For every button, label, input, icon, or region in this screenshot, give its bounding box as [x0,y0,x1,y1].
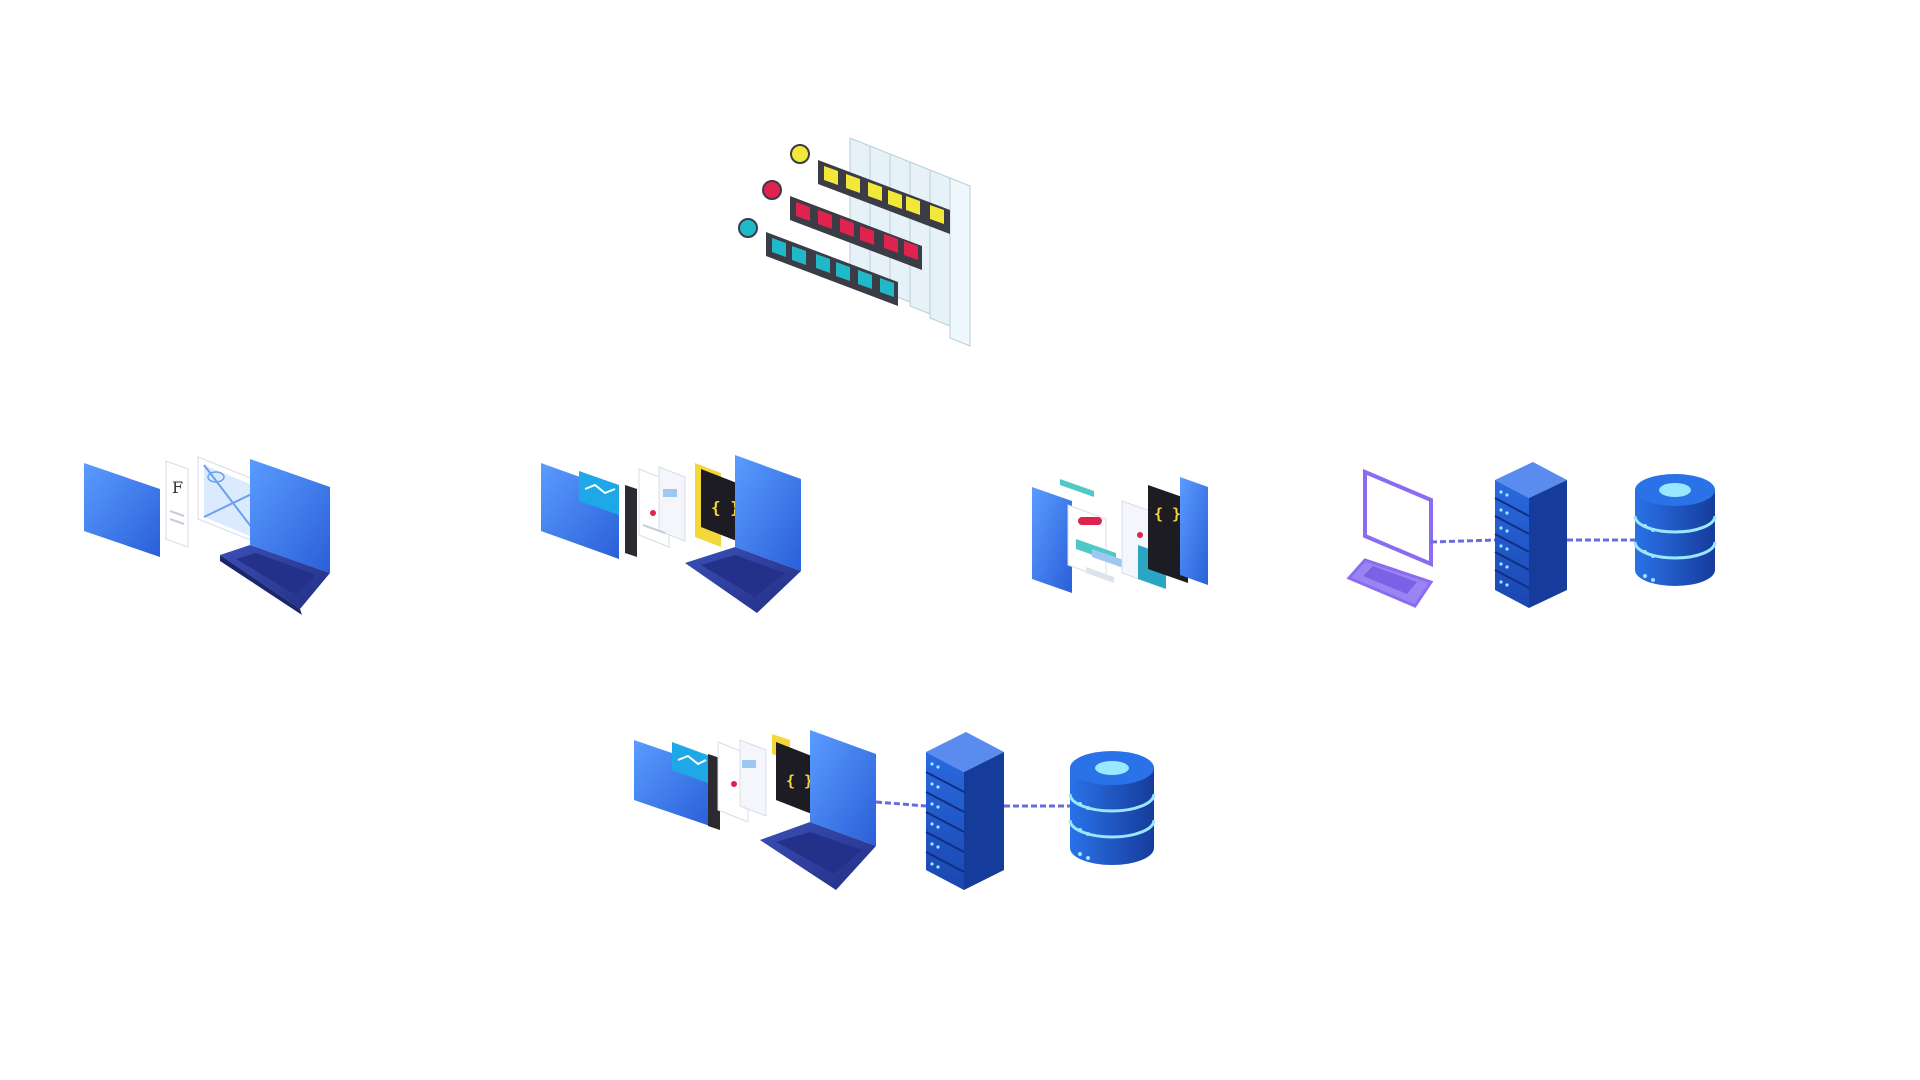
connector-line [875,800,927,808]
code-brace-icon: { } [1154,505,1181,523]
lane-cards-red [796,202,918,260]
sidebar-strip [625,485,637,557]
lane-cards-cyan [772,238,894,297]
fullstack-laptop-server-database-icon: { } [634,730,1156,890]
laptop-server-database-icon [1346,462,1717,608]
code-brace-icon: { } [711,498,740,517]
avatar-yellow [790,144,810,164]
design-laptop-illustration: F [80,455,360,640]
outline-laptop-icon [1346,468,1434,608]
design-laptop-icon: F [84,456,330,615]
server-rack-icon [925,732,1004,890]
frontend-laptop-illustration: { } [535,455,805,640]
server-rack-icon [1494,462,1567,608]
floating-bar [1060,479,1094,497]
phone-back [1032,487,1072,593]
avatar-cyan [738,218,758,238]
frontend-code-laptop-icon: { } [541,455,801,613]
backend-stack-illustration [1345,460,1745,625]
lane-red [762,180,922,270]
phone-front [1180,477,1208,585]
laptop-screen [735,455,801,571]
page-cards [638,466,686,548]
avatar-red [762,180,782,200]
database-icon [1068,751,1156,865]
mobile-app-illustration: { } [1030,475,1240,615]
kanban-board-illustration [738,128,1030,358]
laptop-screen [250,459,330,573]
floating-panel [84,463,160,557]
lane-cards-yellow [824,166,944,224]
fullstack-illustration: { } [630,730,1190,905]
code-brace-icon: { } [786,772,813,790]
code-screen [1148,485,1188,583]
typography-card: F [165,460,189,548]
mobile-app-icon: { } [1032,477,1208,593]
font-glyph-icon: F [172,478,183,497]
frontend-laptop-icon: { } [634,730,876,890]
laptop-keyboard [701,555,785,597]
lane-cyan [738,218,898,306]
chart-card [579,471,619,515]
database-icon [1633,474,1717,586]
lane-yellow [790,144,950,234]
kanban-board-icon [738,137,971,347]
connector-line [1430,538,1496,544]
laptop-keyboard [236,553,316,595]
